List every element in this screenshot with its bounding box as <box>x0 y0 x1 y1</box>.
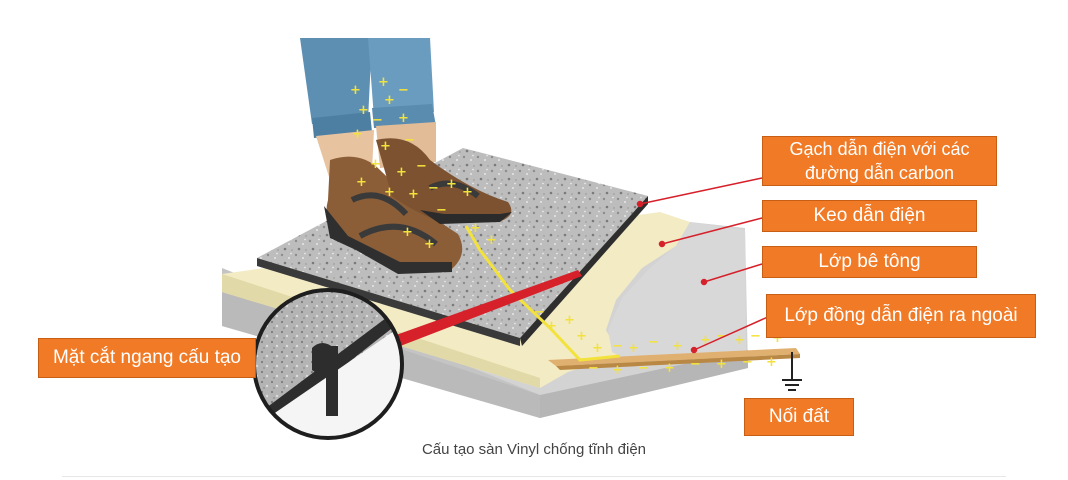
svg-text:+: + <box>592 341 603 356</box>
copper-strip <box>548 348 800 370</box>
svg-text:+: + <box>370 157 381 172</box>
svg-text:−: − <box>428 181 439 196</box>
svg-text:+: + <box>564 313 575 328</box>
svg-text:−: − <box>372 113 383 128</box>
svg-text:+: + <box>378 75 389 90</box>
charge-path <box>464 225 621 362</box>
svg-text:−: − <box>436 203 447 218</box>
svg-text:+: + <box>446 177 457 192</box>
svg-text:−: − <box>588 361 599 376</box>
svg-text:+: + <box>612 363 623 378</box>
svg-text:+: + <box>396 165 407 180</box>
svg-text:−: − <box>750 329 761 344</box>
static-charges: ++ −+ +− ++ +− ++ −+ ++ −+ ++ +− ++ −+ +… <box>350 75 783 378</box>
svg-text:−: − <box>716 329 727 344</box>
concrete-layer-surface <box>608 222 746 368</box>
svg-text:+: + <box>734 333 745 348</box>
svg-text:+: + <box>664 361 675 376</box>
svg-text:+: + <box>402 225 413 240</box>
label-grounding: Nối đất <box>744 398 854 436</box>
svg-text:−: − <box>416 159 427 174</box>
figure-caption: Cấu tạo sàn Vinyl chống tĩnh điện <box>421 441 647 458</box>
svg-text:+: + <box>576 329 587 344</box>
svg-text:+: + <box>672 339 683 354</box>
svg-text:−: − <box>690 357 701 372</box>
svg-text:+: + <box>384 93 395 108</box>
svg-text:−: − <box>534 305 545 320</box>
svg-text:+: + <box>772 331 783 346</box>
cross-section-magnifier <box>252 288 404 440</box>
svg-text:+: + <box>766 355 777 370</box>
svg-text:−: − <box>404 133 415 148</box>
svg-text:+: + <box>408 187 419 202</box>
label-concrete-layer: Lớp bê tông <box>762 246 977 278</box>
svg-text:+: + <box>356 175 367 190</box>
svg-text:+: + <box>700 333 711 348</box>
svg-text:+: + <box>462 185 473 200</box>
svg-text:+: + <box>398 111 409 126</box>
svg-text:+: + <box>424 237 435 252</box>
divider <box>62 476 1006 477</box>
svg-text:+: + <box>470 221 481 236</box>
svg-text:−: − <box>648 335 659 350</box>
svg-text:+: + <box>352 127 363 142</box>
svg-text:+: + <box>716 357 727 372</box>
svg-text:−: − <box>638 361 649 376</box>
svg-text:+: + <box>628 341 639 356</box>
label-copper-strip: Lớp đồng dẫn điện ra ngoài <box>766 294 1036 338</box>
svg-text:+: + <box>358 103 369 118</box>
label-cross-section: Mặt cắt ngang cấu tạo <box>38 338 256 378</box>
leader-lines <box>636 177 771 354</box>
svg-text:−: − <box>612 339 623 354</box>
cross-section-beam <box>382 270 582 350</box>
person-shoes <box>324 138 512 274</box>
label-conductive-tile: Gạch dẫn điện với các đường dẫn carbon <box>762 136 997 186</box>
svg-text:+: + <box>380 139 391 154</box>
svg-text:+: + <box>350 83 361 98</box>
svg-text:−: − <box>742 355 753 370</box>
svg-text:+: + <box>384 185 395 200</box>
label-conductive-adhesive: Keo dẫn điện <box>762 200 977 232</box>
ground-symbol <box>782 352 802 391</box>
svg-text:+: + <box>546 319 557 334</box>
svg-text:+: + <box>486 233 497 248</box>
svg-text:−: − <box>398 83 409 98</box>
